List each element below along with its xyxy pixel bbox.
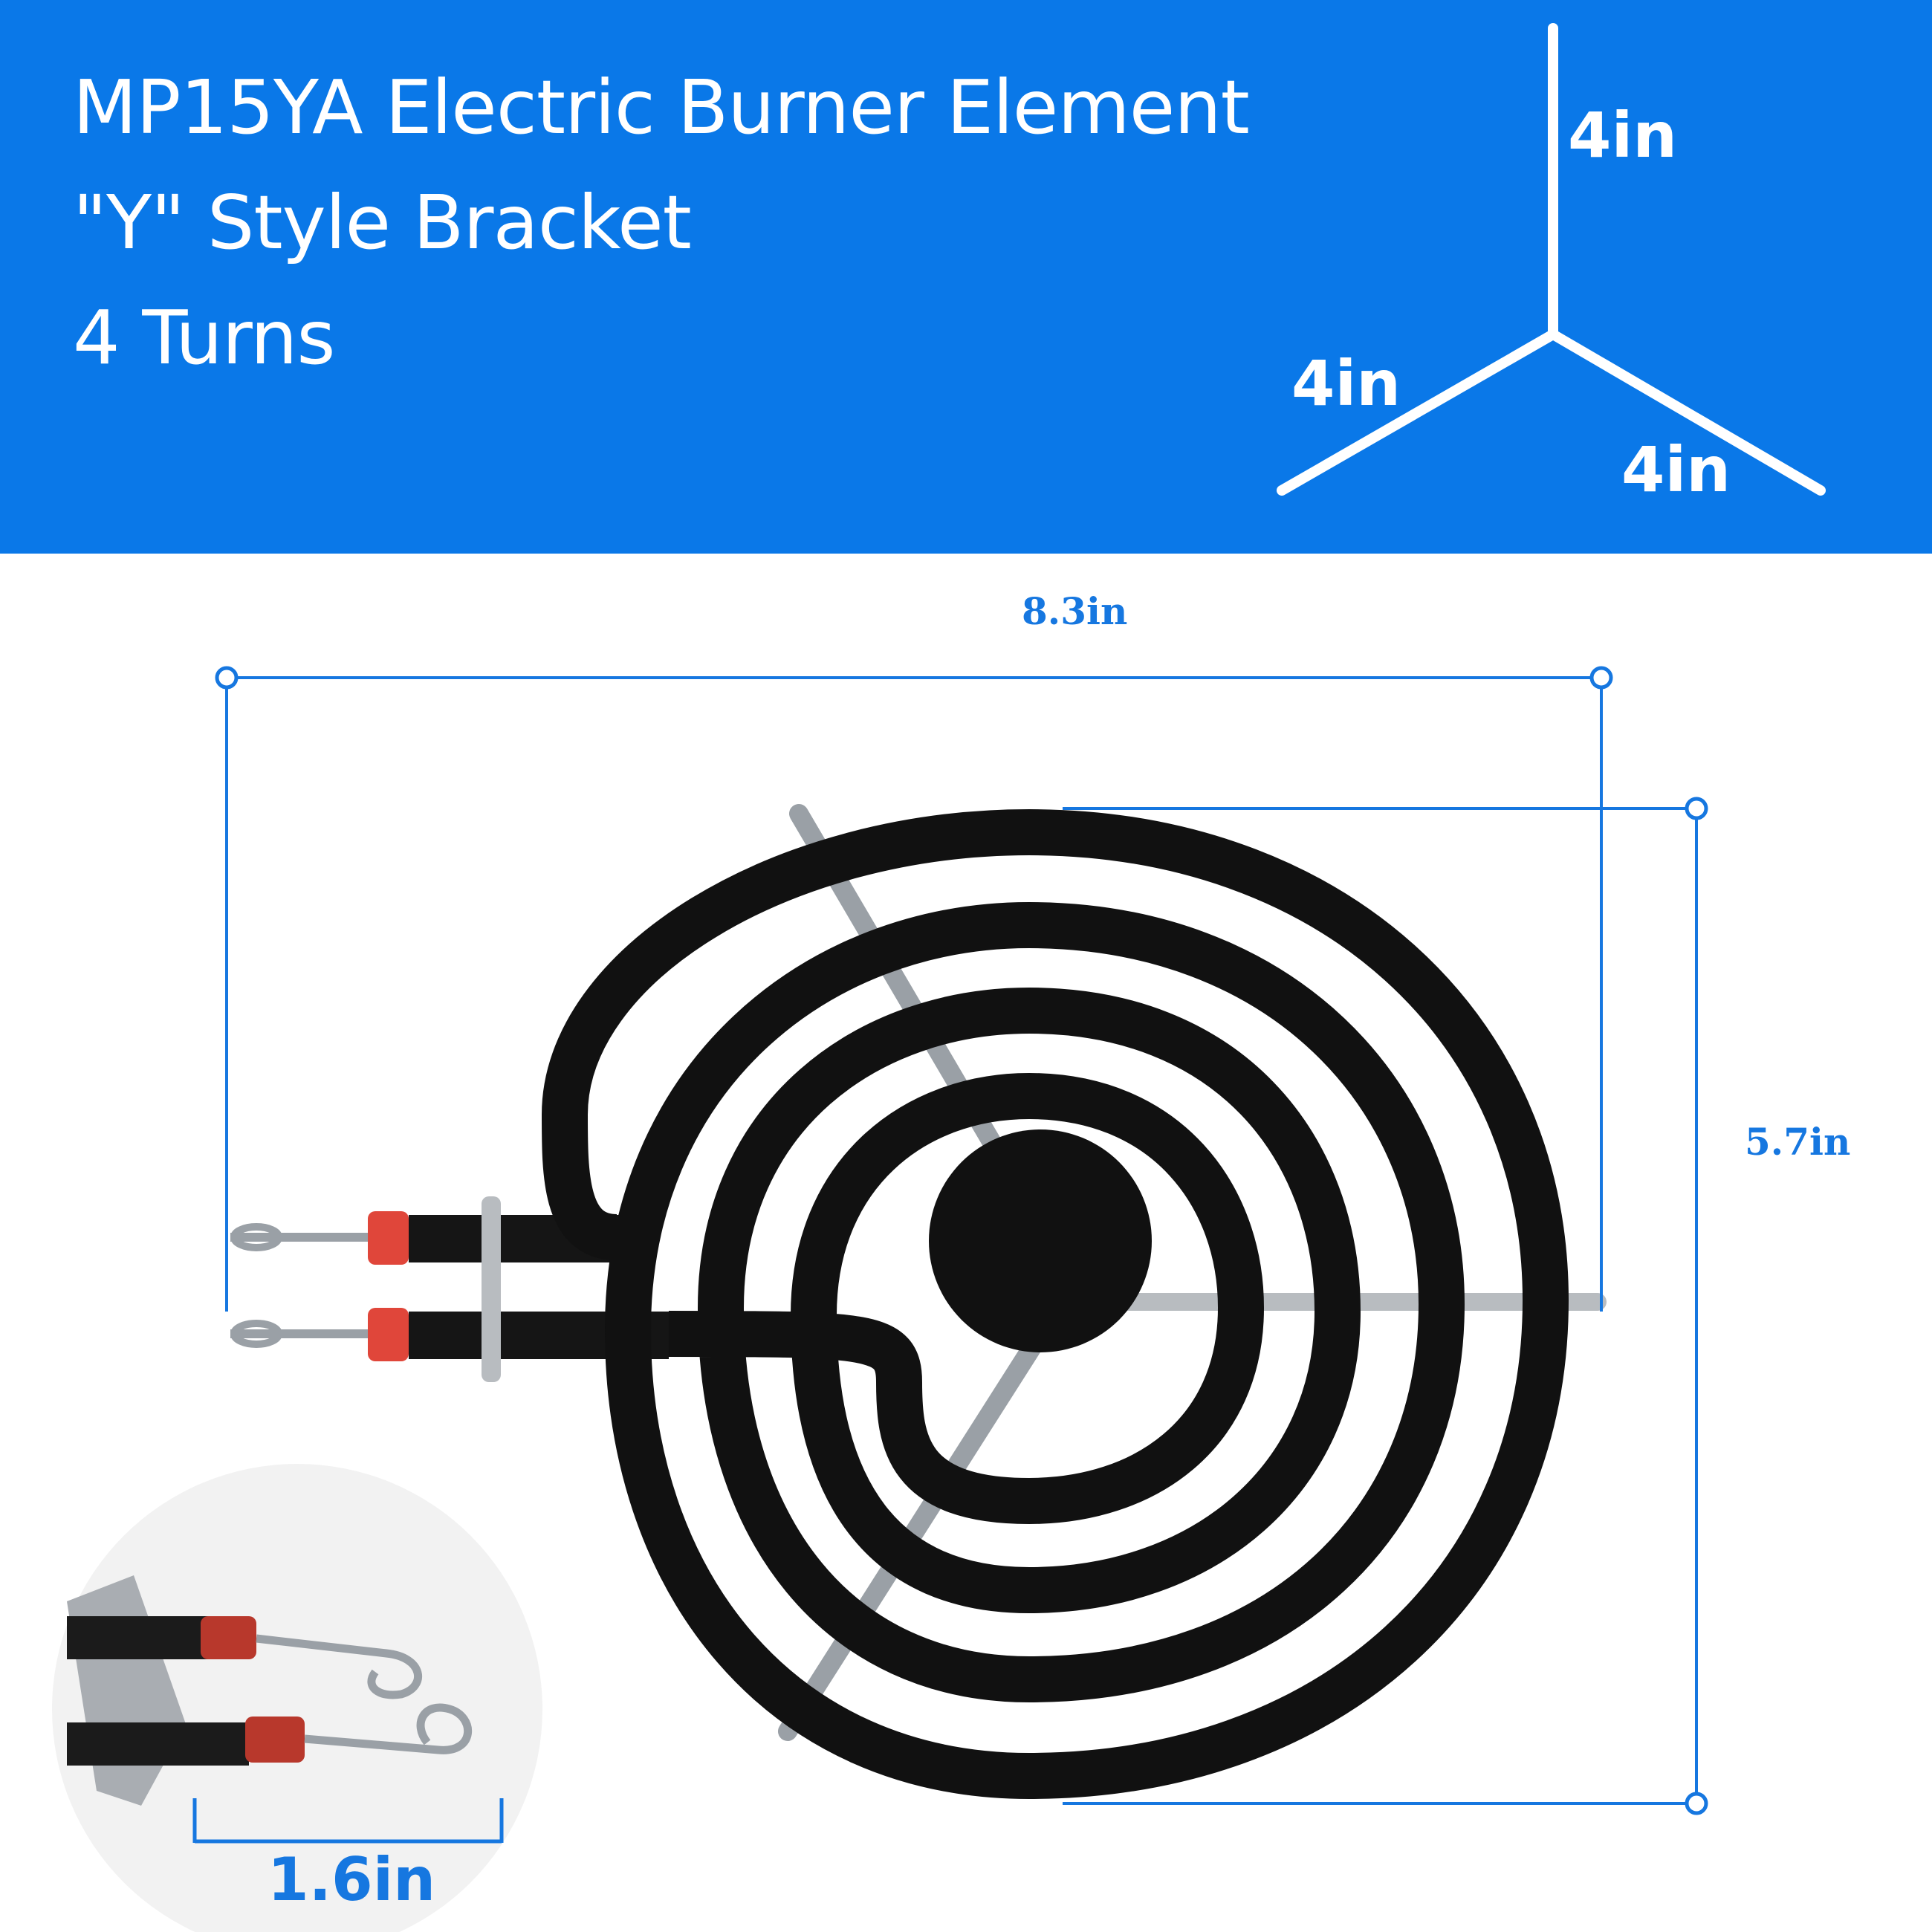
terminal-insulator (368, 1211, 409, 1265)
terminal-spacing-label: 1.6in (268, 1845, 436, 1914)
width-dimension-label: 8.3in (1022, 589, 1128, 633)
inset-dimension (192, 1798, 504, 1844)
heating-coil (541, 808, 1569, 1800)
header-banner (0, 0, 1932, 554)
terminal-inset-background (52, 1464, 542, 1932)
product-title: MP15YA Electric Burner Element (73, 64, 1250, 151)
bracket-style: "Y" Style Bracket (73, 179, 692, 266)
height-dimension-label: 5.7in (1745, 1120, 1851, 1164)
bracket-arm-left-label: 4in (1291, 347, 1401, 420)
turns-count: 4 Turns (73, 294, 336, 381)
center-cap (929, 1129, 1152, 1352)
bracket-arm-right-label: 4in (1621, 433, 1731, 506)
y-bracket-diagram (1277, 23, 1826, 496)
bracket-arm-top-label: 4in (1568, 99, 1678, 172)
terminal-bracket (482, 1196, 501, 1382)
terminal-closeup (67, 1575, 472, 1806)
terminal-insulator (368, 1308, 409, 1361)
dimension-lines (215, 666, 1708, 1815)
